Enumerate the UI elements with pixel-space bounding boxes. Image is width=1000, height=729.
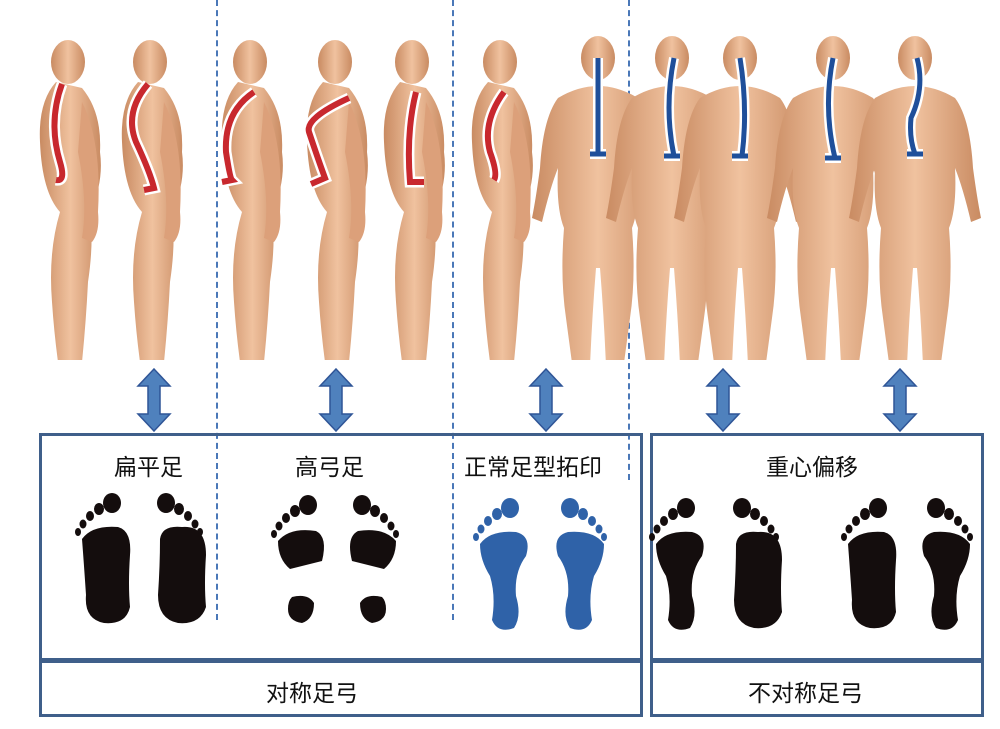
symmetric-arch-footer bbox=[39, 660, 643, 717]
posture-figures bbox=[39, 36, 981, 360]
center-shift-label: 重心偏移 bbox=[766, 455, 858, 481]
footprints bbox=[75, 493, 973, 630]
asymmetric-arch-label: 不对称足弓 bbox=[748, 681, 863, 707]
double-arrow-icon bbox=[705, 368, 741, 432]
flat-foot-label: 扁平足 bbox=[114, 455, 183, 481]
divider-flat-high bbox=[216, 0, 218, 620]
normal-print-label: 正常足型拓印 bbox=[464, 455, 602, 481]
double-arrow-icon bbox=[882, 368, 918, 432]
double-arrow-icon bbox=[318, 368, 354, 432]
symmetric-arch-label: 对称足弓 bbox=[266, 681, 358, 707]
asymmetric-arch-footer bbox=[650, 660, 984, 717]
symmetric-arch-panel bbox=[39, 433, 643, 661]
asymmetric-arch-panel bbox=[650, 433, 984, 661]
high-arch-label: 高弓足 bbox=[295, 455, 364, 481]
divider-high-normal bbox=[452, 0, 454, 620]
double-arrow-icon bbox=[528, 368, 564, 432]
double-arrow-icon bbox=[136, 368, 172, 432]
